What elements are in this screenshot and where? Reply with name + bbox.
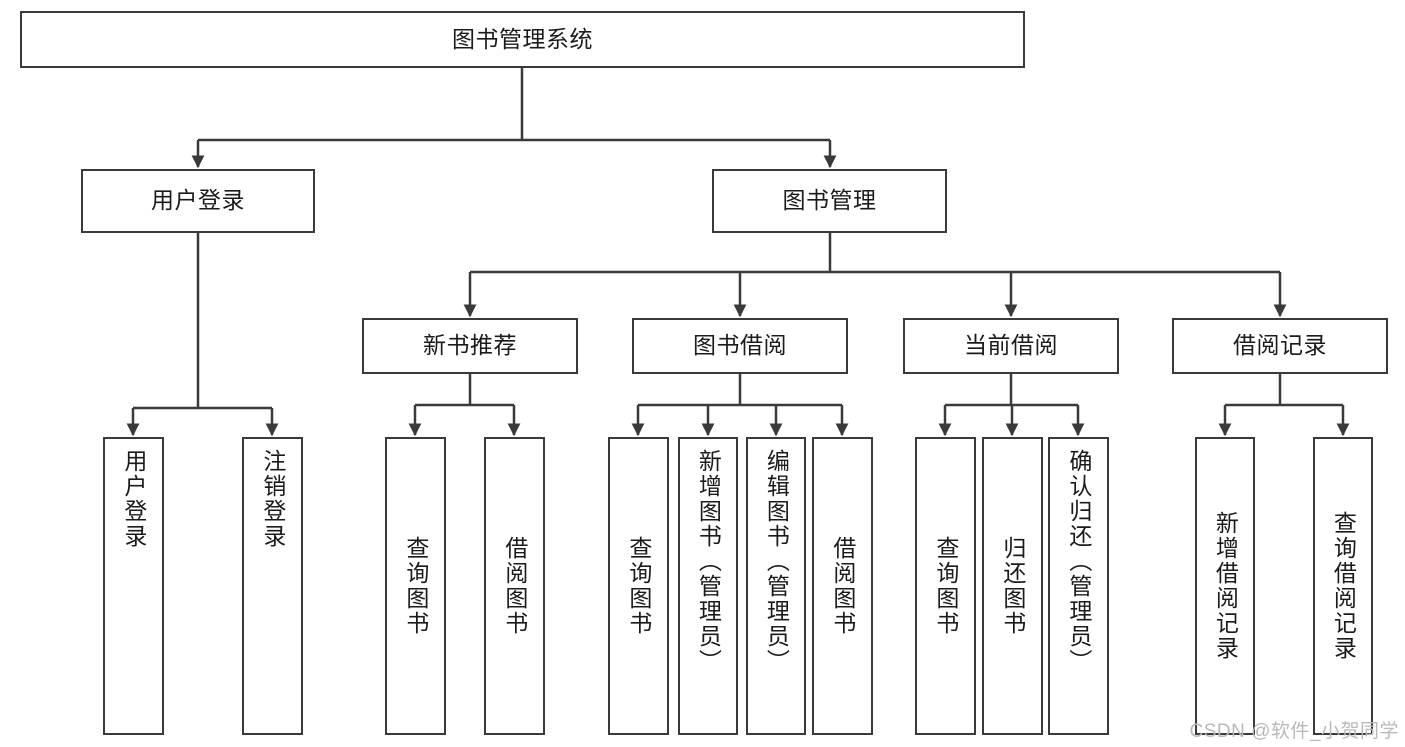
node-add-borrow-record[interactable]: 新增借阅记录	[1195, 437, 1255, 735]
node-root-system[interactable]: 图书管理系统	[20, 11, 1025, 68]
node-user-login-label: 用户登录	[151, 187, 245, 214]
node-add-book-admin[interactable]: 新增图书（管理员）	[678, 437, 738, 735]
node-user-logout[interactable]: 注销登录	[242, 437, 303, 735]
node-edit-book-admin-label: 编辑图书（管理员）	[763, 449, 790, 674]
node-book-manage-label: 图书管理	[782, 187, 877, 214]
node-query-book-3[interactable]: 查询图书	[915, 437, 976, 735]
node-add-book-admin-label: 新增图书（管理员）	[695, 449, 722, 674]
node-borrow-book-1[interactable]: 借阅图书	[484, 437, 545, 735]
node-query-borrow-record[interactable]: 查询借阅记录	[1313, 437, 1373, 735]
node-query-book-2[interactable]: 查询图书	[608, 437, 669, 735]
node-borrow-record-label: 借阅记录	[1233, 332, 1327, 359]
node-query-borrow-record-label: 查询借阅记录	[1330, 511, 1357, 661]
node-borrow-book-2-label: 借阅图书	[829, 536, 856, 636]
node-borrow-book-1-label: 借阅图书	[501, 536, 528, 636]
node-book-borrow[interactable]: 图书借阅	[632, 318, 848, 374]
node-query-book-1-label: 查询图书	[402, 536, 429, 636]
node-borrow-book-2[interactable]: 借阅图书	[812, 437, 873, 735]
node-confirm-return-admin[interactable]: 确认归还（管理员）	[1048, 437, 1109, 735]
node-user-login-do-label: 用户登录	[120, 449, 147, 549]
node-user-login[interactable]: 用户登录	[81, 169, 315, 233]
node-current-borrow[interactable]: 当前借阅	[903, 318, 1119, 374]
node-root-label: 图书管理系统	[452, 25, 593, 52]
node-query-book-3-label: 查询图书	[932, 536, 959, 636]
node-book-borrow-label: 图书借阅	[693, 332, 787, 359]
node-new-book-recommend[interactable]: 新书推荐	[362, 318, 578, 374]
node-current-borrow-label: 当前借阅	[964, 332, 1058, 359]
node-return-book-label: 归还图书	[999, 536, 1026, 636]
node-edit-book-admin[interactable]: 编辑图书（管理员）	[746, 437, 806, 735]
node-new-book-recommend-label: 新书推荐	[423, 332, 517, 359]
node-query-book-2-label: 查询图书	[625, 536, 652, 636]
node-add-borrow-record-label: 新增借阅记录	[1212, 511, 1239, 661]
node-user-logout-label: 注销登录	[259, 449, 286, 549]
node-book-manage[interactable]: 图书管理	[712, 169, 947, 233]
node-query-book-1[interactable]: 查询图书	[385, 437, 446, 735]
node-confirm-return-admin-label: 确认归还（管理员）	[1065, 449, 1092, 674]
watermark-text: CSDN @软件_小贺同学	[1189, 721, 1399, 742]
node-return-book[interactable]: 归还图书	[982, 437, 1043, 735]
node-user-login-do[interactable]: 用户登录	[103, 437, 164, 735]
node-borrow-record[interactable]: 借阅记录	[1172, 318, 1388, 374]
